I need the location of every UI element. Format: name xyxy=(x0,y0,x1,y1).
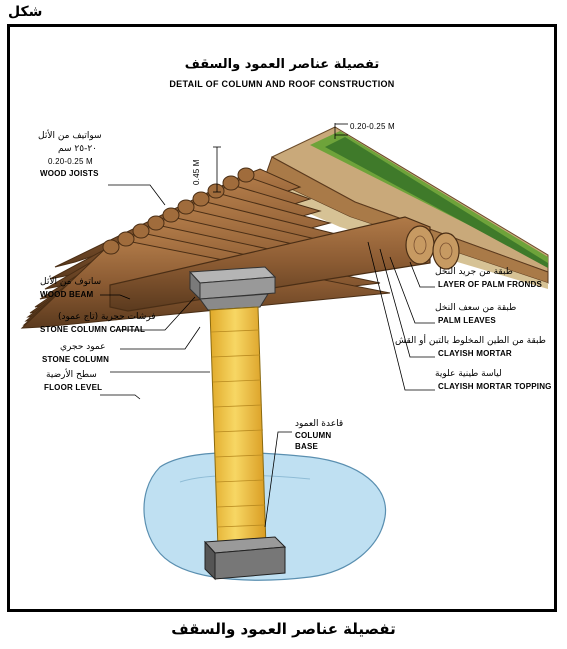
palm-fronds-label-ar: طبقة من جريد النخل xyxy=(435,267,513,277)
column-capital-label: STONE COLUMN CAPITAL xyxy=(40,325,146,334)
wood-joists-label-ar: سواتيف من الأثل xyxy=(38,131,102,141)
wood-joists-label: WOOD JOISTS xyxy=(40,169,99,178)
construction-illustration xyxy=(20,123,549,581)
wood-beam-label-ar: ساتوف من الأثل xyxy=(40,277,102,287)
figure-label: شكل xyxy=(8,4,43,20)
leader-lines xyxy=(100,184,435,528)
wood-beam-label: WOOD BEAM xyxy=(40,290,94,299)
title-english: DETAIL OF COLUMN AND ROOF CONSTRUCTION xyxy=(169,79,395,89)
column-base-label-1: COLUMN xyxy=(295,431,332,440)
floor-level-label-ar: سطح الأرضية xyxy=(46,370,97,380)
wood-joists-size: 0.20-0.25 M xyxy=(48,157,93,166)
column-capital-label-ar: فرشات حجرية (تاج عمود) xyxy=(58,312,156,322)
mortar-topping-label-ar: لياسة طينية علوية xyxy=(435,369,502,379)
palm-fronds-label: LAYER OF PALM FRONDS xyxy=(438,280,543,289)
mortar-topping-label: CLAYISH MORTAR TOPPING xyxy=(438,382,552,391)
palm-leaves-label-ar: طبقة من سعف النخل xyxy=(435,303,517,313)
stone-column-label: STONE COLUMN xyxy=(42,355,110,364)
column-base xyxy=(203,536,287,581)
title-arabic: تفصيلة عناصر العمود والسقف xyxy=(184,57,380,72)
joist-ends xyxy=(102,167,255,255)
dim-side-label: 0.45 M xyxy=(192,159,201,185)
column-capital xyxy=(188,266,277,311)
column-base-label-2: BASE xyxy=(295,442,319,451)
figure-caption: تفصيلة عناصر العمود والسقف xyxy=(171,620,396,638)
palm-leaves-label: PALM LEAVES xyxy=(438,316,496,325)
dimension-lines xyxy=(213,123,348,193)
wood-joists-size-ar: ٢٠-٢٥ سم xyxy=(58,144,97,154)
column-base-label-ar: قاعدة العمود xyxy=(295,419,344,429)
roof-layers xyxy=(260,126,549,289)
clayish-mortar-label-ar: طبقة من الطين المخلوط بالتبن أو القش xyxy=(395,336,546,346)
dim-top-label: 0.20-0.25 M xyxy=(350,122,395,131)
column-shaft xyxy=(209,306,267,550)
floor-level-label: FLOOR LEVEL xyxy=(44,383,103,392)
stone-column-label-ar: عمود حجري xyxy=(60,342,106,352)
figure-frame: تفصيلة عناصر العمود والسقف DETAIL OF COL… xyxy=(7,24,557,612)
clayish-mortar-label: CLAYISH MORTAR xyxy=(438,349,512,358)
